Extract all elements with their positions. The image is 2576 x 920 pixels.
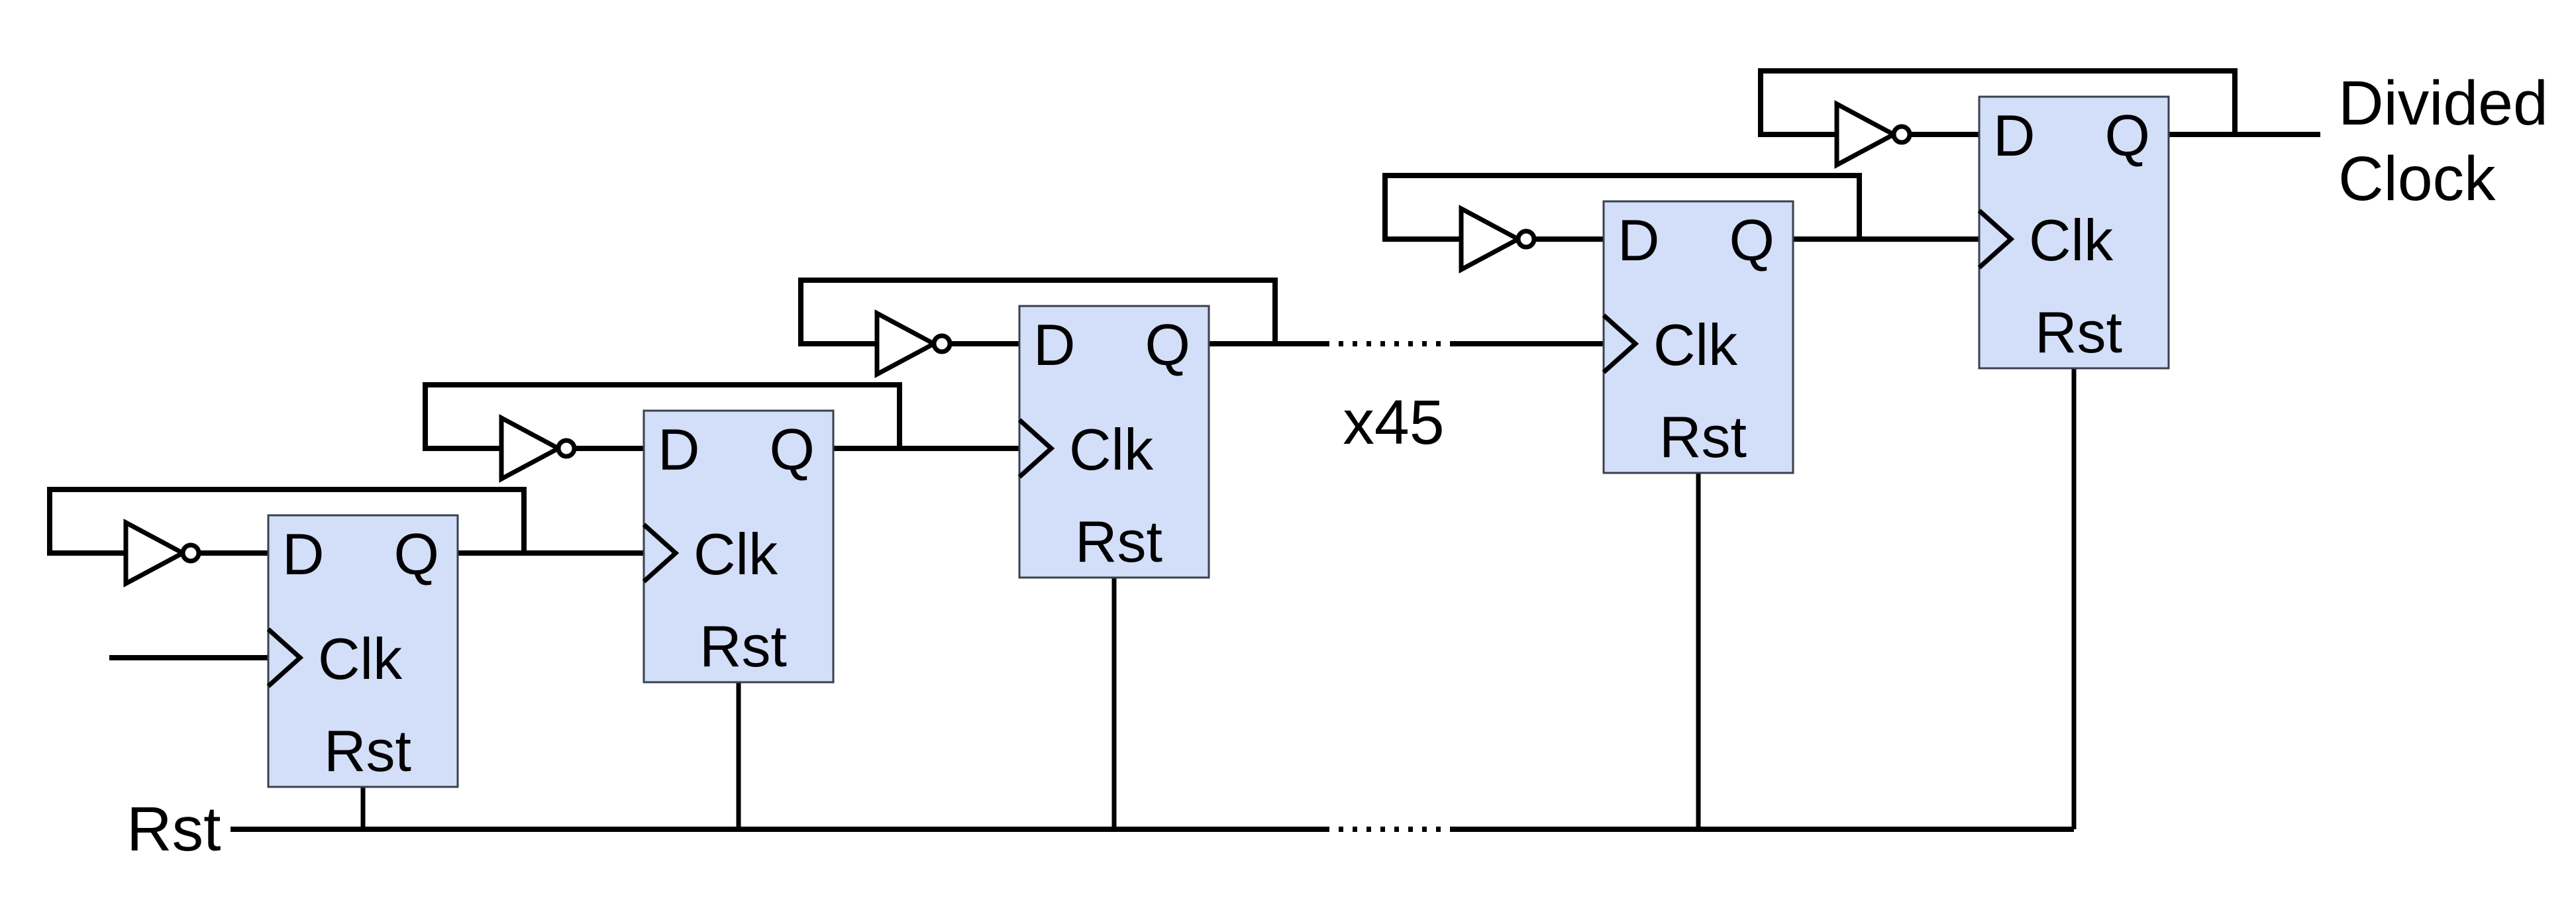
flipflop-1-pin-d-label: D xyxy=(282,521,325,587)
ff3-feedback-loop-wire xyxy=(798,278,1278,346)
inverter-3-bubble-icon xyxy=(931,333,953,354)
flipflop-2-pin-q-label: Q xyxy=(770,417,815,482)
ff1-feedback-loop-wire xyxy=(47,487,527,556)
flipflop-1-body xyxy=(267,514,459,788)
divided-clock-label-line1: Divided xyxy=(2338,68,2548,138)
flipflop-1-pin-rst-label: Rst xyxy=(324,718,411,784)
flipflop-5-pin-d-label: D xyxy=(1993,103,2035,168)
flipflop-5-body xyxy=(1978,95,2170,370)
flipflop-4-pin-d-label: D xyxy=(1618,207,1660,273)
inverter-5-triangle-icon xyxy=(1834,100,1899,169)
flipflop-3-pin-d-label: D xyxy=(1033,312,1076,378)
inverter-2-triangle-icon xyxy=(499,414,564,483)
flipflop-5-pin-clk-label: Clk xyxy=(2029,207,2114,273)
flipflop-2-clk-edge-icon xyxy=(642,523,680,584)
flipflop-5-pin-q-label: Q xyxy=(2105,103,2150,168)
flipflop-3-pin-q-label: Q xyxy=(1145,312,1190,378)
ff2-feedback-loop-wire xyxy=(423,382,902,451)
stage-multiplier-label: x45 xyxy=(1343,387,1444,458)
flipflop-1-pin-clk-label: Clk xyxy=(318,626,403,691)
flipflop-3-pin-clk-label: Clk xyxy=(1069,417,1154,482)
flipflop-4-body xyxy=(1602,200,1794,474)
flipflop-2-pin-rst-label: Rst xyxy=(699,613,787,679)
flipflop-3-pin-rst-label: Rst xyxy=(1075,509,1162,574)
ff4-feedback-loop-wire xyxy=(1382,173,1862,242)
inverter-5-bubble-icon xyxy=(1891,124,1912,145)
flipflop-4-clk-edge-icon xyxy=(1602,313,1639,374)
flipflop-5-clk-edge-icon xyxy=(1977,209,2015,270)
flipflop-2-pin-clk-label: Clk xyxy=(694,521,778,587)
ff5-feedback-loop-wire xyxy=(1758,68,2238,137)
flipflop-1-clk-edge-icon xyxy=(266,627,304,688)
flipflop-5-pin-rst-label: Rst xyxy=(2035,299,2122,365)
inverter-3-triangle-icon xyxy=(874,309,939,378)
inverter-2-bubble-icon xyxy=(556,438,577,459)
inverter-1-bubble-icon xyxy=(180,542,201,564)
flipflop-3-body xyxy=(1018,305,1210,579)
flipflop-1-pin-q-label: Q xyxy=(394,521,439,587)
flipflop-2-body xyxy=(643,409,835,684)
flipflop-4-pin-clk-label: Clk xyxy=(1653,312,1738,378)
flipflop-2-pin-d-label: D xyxy=(658,417,700,482)
flipflop-3-clk-edge-icon xyxy=(1017,418,1055,479)
divided-clock-label-line2: Clock xyxy=(2338,144,2496,214)
inverter-4-triangle-icon xyxy=(1459,205,1523,274)
inverter-1-triangle-icon xyxy=(123,519,188,588)
flipflop-4-pin-rst-label: Rst xyxy=(1659,404,1747,470)
inverter-4-bubble-icon xyxy=(1516,229,1537,250)
reset-input-label: Rst xyxy=(127,794,221,864)
flipflop-4-pin-q-label: Q xyxy=(1729,207,1775,273)
